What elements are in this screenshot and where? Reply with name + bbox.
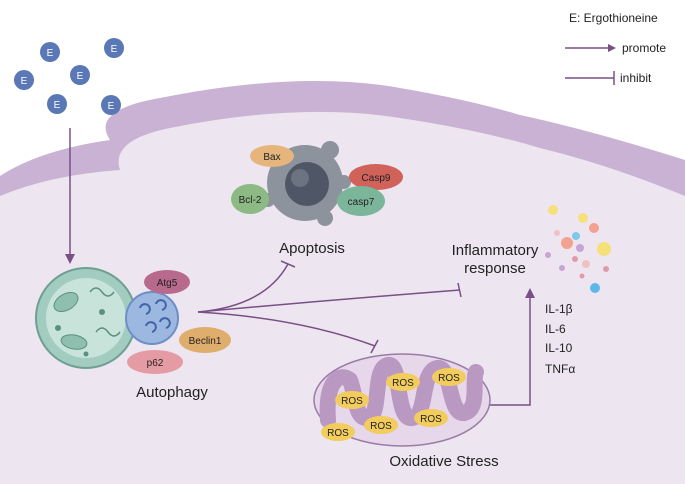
particle [603,266,609,272]
ros-1 [335,391,369,409]
ergothioneine-molecule-5 [47,94,67,114]
ros-label-2: ROS [392,378,414,389]
ros-label-6: ROS [420,414,442,425]
ros-2 [386,373,420,391]
arrow-oxidative-to-inflammation [487,296,531,406]
protein-casp7 [337,186,385,216]
lysosome-content-3 [145,321,157,333]
ergothioneine-molecules: E E E E E E [14,38,124,115]
ros-label-3: ROS [438,373,460,384]
inflammatory-label-line2: response [464,260,526,277]
particle [572,256,578,262]
ros-label-4: ROS [327,428,349,439]
particle [554,230,560,236]
vesicle-dot-1 [55,325,61,331]
apoptotic-bleb-1 [321,141,339,159]
particle [579,273,585,279]
particle [582,260,590,268]
ergothioneine-label-5: E [54,100,61,111]
ergothioneine-label-1: E [47,48,54,59]
particle [576,244,584,252]
ergothioneine-molecule-4 [70,65,90,85]
protein-bcl2-label: Bcl-2 [239,195,262,206]
inflammatory-label-line1: Inflammatory [452,242,539,259]
cytoplasm [0,111,685,484]
arrowhead-ergothioneine-to-autophagy [65,254,75,264]
apoptotic-bleb-4 [337,175,351,189]
ergothioneine-label-6: E [108,101,115,112]
ergothioneine-label-3: E [21,76,28,87]
cytokine-tnfa: TNFα [545,362,575,376]
particle [578,213,588,223]
particle [545,252,551,258]
lysosome-content-2 [155,299,167,311]
ergothioneine-molecule-1 [40,42,60,62]
legend-inhibit-label: inhibit [620,71,652,85]
ros-3 [432,368,466,386]
ros-6 [414,409,448,427]
mitochondrion-fragment-2 [60,334,88,350]
protein-casp9-label: Casp9 [362,173,391,184]
protein-casp7-label: casp7 [348,197,375,208]
inhibit-autophagy-to-oxidative [197,311,376,347]
ros-4 [321,423,355,441]
vesicle-dot-3 [83,351,89,357]
legend-promote-label: promote [622,41,666,55]
lysosome-content-1 [139,303,151,315]
lysosome-content-4 [159,317,171,329]
particle [559,265,565,271]
vesicle-dot-2 [99,309,105,315]
protein-p62 [127,350,183,374]
protein-beclin1-label: Beclin1 [189,336,222,347]
protein-atg5-label: Atg5 [157,278,178,289]
ros-label-1: ROS [341,396,363,407]
protein-bax-label: Bax [263,152,280,163]
er-fragment-2 [95,327,121,337]
particle [597,242,611,256]
protein-casp9 [349,164,403,190]
particle [572,232,580,240]
inhibit-autophagy-to-inflammatory [197,289,461,313]
particle [589,223,599,233]
lysosome [125,291,179,345]
ros-label-5: ROS [370,421,392,432]
cytokine-il6: IL-6 [545,322,566,336]
particle [590,283,600,293]
er-fragment-1 [89,287,115,297]
legend-title: E: Ergothioneine [569,11,658,25]
legend-promote-arrowhead [608,44,616,52]
ergothioneine-label-2: E [111,44,118,55]
protein-p62-label: p62 [147,358,164,369]
oxidative-stress-label: Oxidative Stress [389,453,498,470]
protein-bax [250,145,294,167]
ros-molecules: ROS ROS ROS ROS ROS ROS [321,368,466,441]
apoptotic-bleb-2 [317,210,333,226]
cytokine-il1b: IL-1β [545,302,573,316]
ergothioneine-molecule-2 [104,38,124,58]
ergothioneine-molecule-6 [101,95,121,115]
particle [561,237,573,249]
inhibit-bar-inflammatory [457,282,462,298]
inflammatory-particles [545,205,611,293]
protein-beclin1 [179,327,231,353]
autophagy-label: Autophagy [136,384,208,401]
mitochondrion-fragment-1 [53,292,79,312]
mitochondrion-cristae [319,357,484,428]
cytokine-il10: IL-10 [545,341,573,355]
inhibit-bar-oxidative [370,339,379,354]
inhibit-bar-apoptosis [280,260,296,268]
protein-atg5 [144,270,190,294]
protein-bcl2 [231,184,269,214]
apoptotic-nucleus-highlight [291,169,309,187]
autophagosome [35,267,179,369]
apoptotic-nucleus [285,162,329,206]
apoptosis-label: Apoptosis [279,240,345,257]
particle [548,205,558,215]
ergothioneine-molecule-3 [14,70,34,90]
arrowhead-oxidative-to-inflammation [525,288,535,298]
ergothioneine-label-4: E [77,71,84,82]
ros-5 [364,416,398,434]
